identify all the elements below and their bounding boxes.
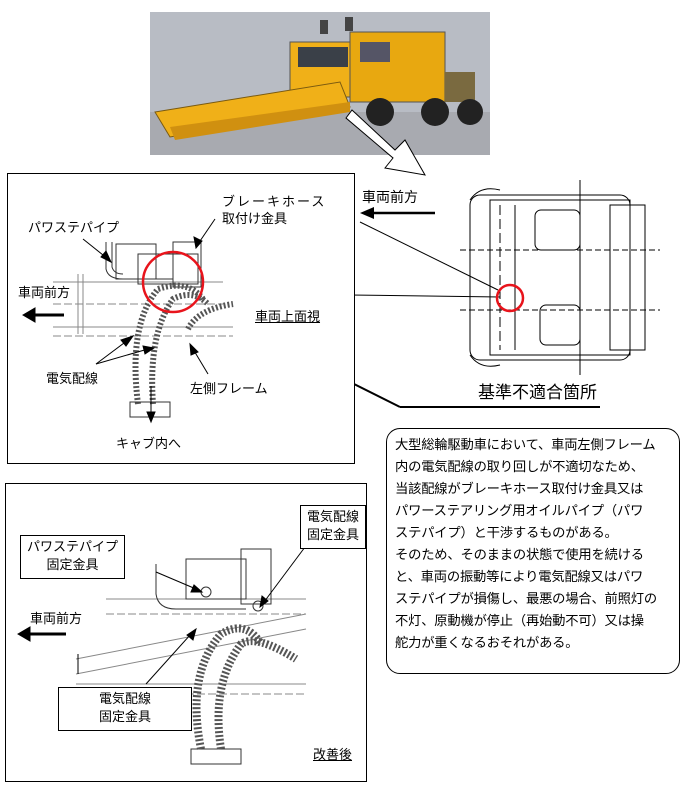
after-diagram-drawing bbox=[17, 538, 312, 765]
description-line: ステパイプが損傷し、最悪の場合、前照灯の bbox=[395, 592, 657, 607]
wiring-bracket-top-label-2: 固定金具 bbox=[307, 528, 360, 543]
after-front-label: 車両前方 bbox=[30, 612, 83, 627]
before-diagram-drawing bbox=[22, 218, 234, 424]
to-cab-label: キャブ内へ bbox=[116, 437, 182, 452]
wiring-bracket-bottom-label-2: 固定金具 bbox=[98, 710, 151, 725]
description-line: 内の電気配線の取り回しが不適切なため、 bbox=[395, 460, 644, 475]
truck-illustration bbox=[150, 17, 490, 155]
wiring-label: 電気配線 bbox=[46, 372, 99, 387]
pipe-bracket-label: パワステパイプ 固定金具 bbox=[20, 535, 126, 579]
before-diagram bbox=[7, 173, 355, 464]
defect-description: 大型総輪駆動車において、車両左側フレーム 内の電気配線の取り回しが不適切なため、… bbox=[386, 428, 680, 674]
nonconformity-title: 基準不適合箇所 bbox=[478, 383, 597, 403]
nonconformity-circle bbox=[141, 250, 205, 314]
before-front-label: 車両前方 bbox=[18, 286, 71, 301]
wiring-bracket-bottom-label: 電気配線 固定金具 bbox=[58, 687, 192, 731]
wiring-bracket-bottom-label-1: 電気配線 bbox=[98, 692, 151, 707]
brake-hose-bracket-label-1: ブレーキホース bbox=[222, 195, 327, 210]
left-frame-label: 左側フレーム bbox=[190, 382, 268, 397]
pipe-bracket-label-1: パワステパイプ bbox=[27, 540, 119, 555]
description-line: そのため、そのままの状態で使用を続ける bbox=[395, 548, 644, 563]
wiring-bracket-top-label-1: 電気配線 bbox=[307, 510, 360, 525]
description-line: ステパイプ）と干渉するものがある。 bbox=[395, 526, 618, 541]
top-view-front-label: 車両前方 bbox=[362, 190, 418, 206]
wiring-bracket-top-label: 電気配線 固定金具 bbox=[300, 505, 367, 549]
description-line: 不灯、原動機が停止（再始動不可）又は操 bbox=[395, 614, 644, 629]
description-line: パワーステアリング用オイルパイプ（パワ bbox=[395, 504, 644, 519]
zoom-arrow bbox=[345, 109, 426, 176]
top-view-label: 車両上面視 bbox=[255, 310, 321, 325]
description-line: 大型総輪駆動車において、車両左側フレーム bbox=[395, 438, 656, 453]
after-label: 改善後 bbox=[313, 748, 353, 763]
power-steering-pipe-label: パワステパイプ bbox=[28, 221, 120, 236]
description-line: 舵力が重くなるおそれがある。 bbox=[395, 636, 579, 651]
pipe-bracket-label-2: 固定金具 bbox=[46, 558, 99, 573]
nonconformity-circle-small bbox=[495, 283, 525, 313]
description-line: と、車両の振動等により電気配線又はパワ bbox=[395, 570, 644, 585]
description-line: 当該配線がブレーキホース取付け金具又は bbox=[395, 482, 644, 497]
truck-photo bbox=[150, 12, 490, 155]
brake-hose-bracket-label-2: 取付け金具 bbox=[222, 212, 288, 227]
